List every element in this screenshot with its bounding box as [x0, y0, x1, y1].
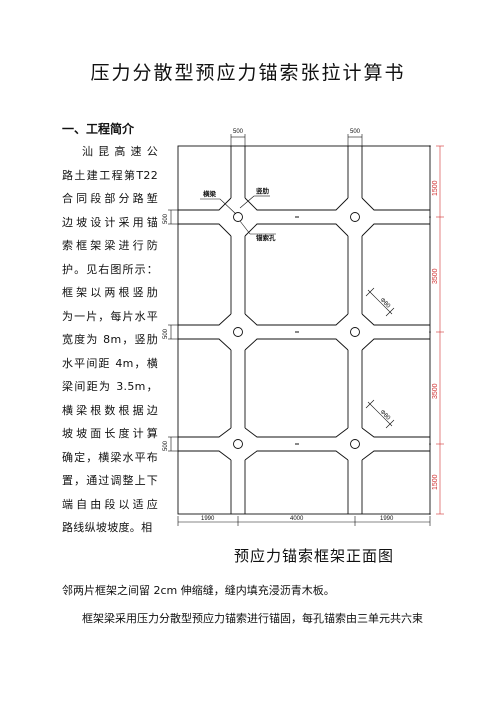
dim-top-left: 500 [233, 129, 244, 135]
text-line: 边坡设计采用锚 [62, 215, 158, 229]
text-line: 水平间距 4m，横 [62, 356, 158, 370]
dim-bottom-1: 1990 [201, 516, 215, 522]
text-line: 横梁根数根据边 [62, 403, 158, 417]
text-line: 宽度为 8m，竖肋 [62, 333, 158, 346]
top-dimensions [230, 134, 363, 146]
document-title: 压力分散型预应力锚索张拉计算书 [90, 62, 406, 84]
text-line: 路线纵坡坡度。相 [62, 521, 153, 534]
dim-diag-1: Φ80 [379, 297, 392, 310]
leaders [200, 195, 276, 235]
label-anchor-hole: 锚索孔 [256, 233, 276, 242]
dim-right-4: 1500 [432, 474, 439, 490]
text-line: 框架以两根竖肋 [62, 286, 158, 299]
dim-right-1: 1500 [432, 180, 439, 196]
dim-left-1: 500 [163, 213, 169, 224]
dim-left-2: 500 [163, 328, 169, 339]
dim-bottom-2: 4000 [290, 516, 304, 522]
left-dimensions [168, 209, 178, 452]
frame-beams [178, 146, 430, 514]
dim-right-2: 3500 [432, 268, 439, 284]
paragraph-continuation: 邻两片框架之间留 2cm 伸缩缝，缝内填充浸沥青木板。 [62, 584, 335, 597]
diag-dimensions [365, 287, 395, 429]
section-heading: 一、工程简介 [62, 122, 135, 136]
anchor-hole [233, 327, 243, 337]
intro-paragraph: 汕昆高速公 路土建工程第T22 合同段部分路堑 边坡设计采用锚 索框架梁进行防 … [62, 140, 158, 540]
text-line: 护。见右图所示： [62, 262, 158, 276]
drawing-caption: 预应力锚索框架正面图 [234, 547, 395, 565]
text-line: 坡坡面长度计算 [62, 427, 158, 440]
text-line: 汕昆高速公 [82, 145, 158, 158]
dim-bottom-3: 1990 [380, 516, 394, 522]
dim-right-3: 3500 [432, 383, 439, 399]
label-rib: 竖肋 [256, 186, 270, 195]
text-line: 路土建工程第T22 [62, 168, 158, 182]
right-dimensions [436, 145, 444, 515]
dim-diag-2: Φ80 [379, 409, 392, 422]
text-line: 索框架梁进行防 [62, 239, 158, 252]
anchor-hole [233, 439, 243, 449]
anchor-hole [350, 212, 360, 222]
text-line: 为一片，每片水平 [62, 309, 158, 323]
dim-left-3: 500 [163, 440, 169, 451]
text-line: 端自由段以适应 [62, 497, 158, 511]
anchor-holes [233, 212, 360, 449]
dim-top-right: 500 [350, 129, 361, 135]
anchor-hole [233, 212, 243, 222]
text-line: 置，通过调整上下 [62, 474, 158, 487]
paragraph-2: 框架梁采用压力分散型预应力锚索进行锚固，每孔锚索由三单元共六束 [82, 612, 423, 625]
anchor-hole [350, 439, 360, 449]
text-line: 梁间距为 3.5m， [62, 380, 158, 393]
drawing-border [177, 145, 431, 515]
label-beam: 横梁 [203, 189, 217, 198]
text-line: 确定，横梁水平布 [62, 450, 158, 464]
anchor-hole [350, 327, 360, 337]
text-line: 合同段部分路堑 [62, 192, 158, 205]
bottom-dimensions [177, 516, 431, 526]
